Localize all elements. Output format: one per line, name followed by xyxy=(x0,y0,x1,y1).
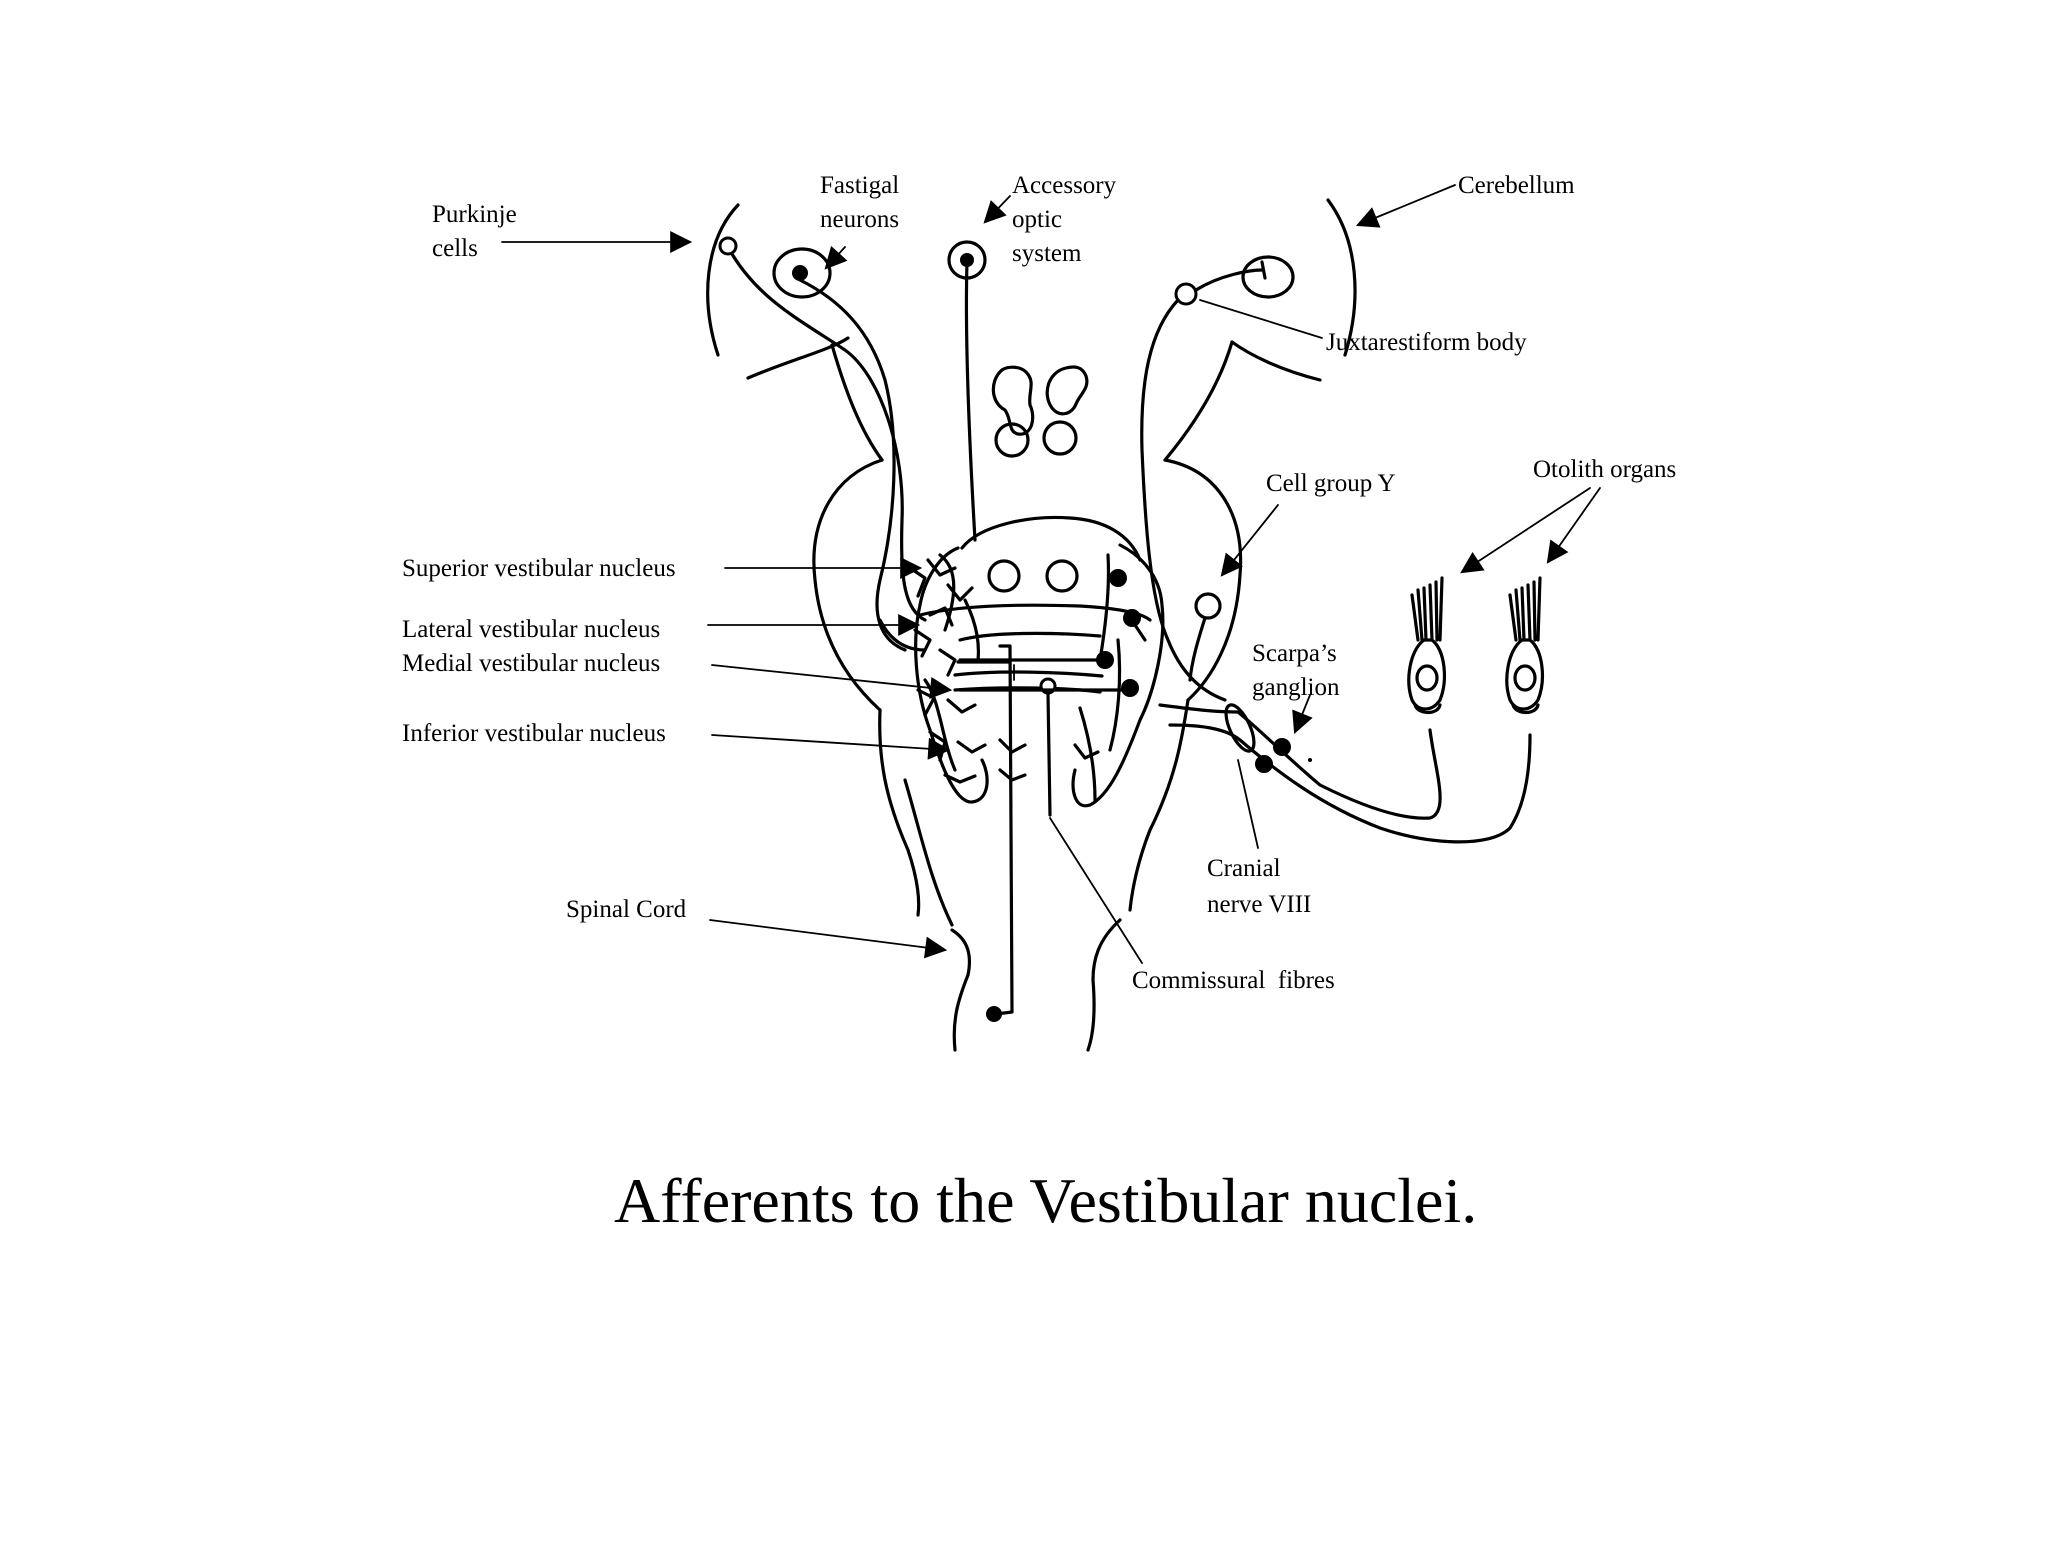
label-scarpas-ganglion-2: ganglion xyxy=(1252,674,1340,701)
leader-lines xyxy=(501,184,1601,964)
label-medial-vestibular-nucleus: Medial vestibular nucleus xyxy=(402,650,660,677)
label-superior-vestibular-nucleus: Superior vestibular nucleus xyxy=(402,555,676,582)
cerebellum-outline xyxy=(706,198,1357,357)
labels: Purkinje cells Fastigal neurons Accessor… xyxy=(402,172,1676,994)
label-inferior-vestibular-nucleus: Inferior vestibular nucleus xyxy=(402,720,666,747)
label-accessory-2: optic xyxy=(1012,206,1062,233)
superior-nucleus-terminals xyxy=(908,558,987,784)
otolith-organ-left xyxy=(1407,576,1446,715)
label-purkinje-cells-1: Purkinje xyxy=(432,201,517,228)
brainstem-outline xyxy=(746,336,1322,1052)
label-otolith-organs: Otolith organs xyxy=(1533,456,1676,483)
label-spinal-cord: Spinal Cord xyxy=(566,896,687,923)
label-lateral-vestibular-nucleus: Lateral vestibular nucleus xyxy=(402,616,660,643)
label-cranial-nerve-2: nerve VIII xyxy=(1207,891,1311,918)
label-cerebellum: Cerebellum xyxy=(1458,172,1575,199)
label-cell-group-y: Cell group Y xyxy=(1266,470,1396,497)
label-cranial-nerve-1: Cranial xyxy=(1207,855,1281,882)
central-structures xyxy=(908,365,1165,1022)
otolith-organ-right xyxy=(1505,576,1544,715)
label-scarpas-ganglion-1: Scarpa’s xyxy=(1252,640,1337,667)
label-fastigal-2: neurons xyxy=(820,206,899,233)
label-commissural-fibres: Commissural fibres xyxy=(1132,967,1335,994)
label-accessory-3: system xyxy=(1012,240,1082,267)
diagram-caption: Afferents to the Vestibular nuclei. xyxy=(614,1165,1477,1236)
label-fastigal-1: Fastigal xyxy=(820,172,899,199)
afferent-pathways xyxy=(718,236,1532,844)
label-juxtarestiform-body: Juxtarestiform body xyxy=(1326,329,1527,356)
label-accessory-1: Accessory xyxy=(1012,172,1117,199)
label-purkinje-cells-2: cells xyxy=(432,235,478,262)
